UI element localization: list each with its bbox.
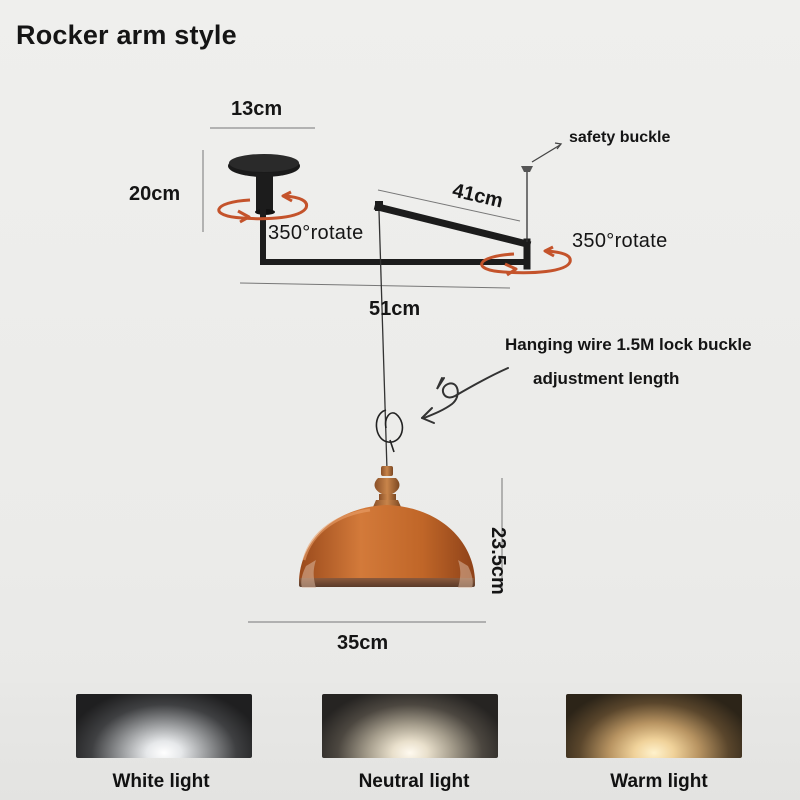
safety-buckle-label: safety buckle	[569, 129, 671, 146]
neutral-light-label: Neutral light	[358, 771, 470, 792]
ceiling-canopy	[228, 154, 300, 215]
hand-drawn-arrow-icon	[421, 367, 509, 424]
dim-line-arm-drop	[239, 282, 511, 289]
hanging-wire	[378, 210, 388, 471]
canopy-height-label: 20cm	[129, 183, 181, 205]
adjustment-length-label: adjustment length	[533, 369, 680, 388]
rotation-label-left: 350°rotate	[268, 222, 364, 244]
white-light-label: White light	[112, 771, 210, 792]
neutral-light-swatch	[322, 694, 498, 758]
rotate-arrow-icon	[217, 190, 309, 224]
rotate-arrow-icon	[480, 245, 572, 277]
lock-buckle	[375, 409, 404, 453]
arm-drop-label: 51cm	[369, 298, 421, 320]
white-light-swatch	[76, 694, 252, 758]
page-title: Rocker arm style	[16, 20, 237, 50]
hanging-wire-label: Hanging wire 1.5M lock buckle	[505, 335, 752, 354]
warm-light-label: Warm light	[610, 771, 708, 792]
rocker-arm	[260, 201, 532, 270]
rotation-label-right: 350°rotate	[572, 230, 668, 252]
safety-buckle	[521, 142, 563, 242]
dim-line-arm-length	[377, 189, 521, 222]
canopy-width-label: 13cm	[231, 98, 283, 120]
shade-width-label: 35cm	[337, 632, 389, 654]
shade-height-label: 23.5cm	[487, 527, 509, 595]
warm-light-swatch	[566, 694, 742, 758]
lamp-drawing	[202, 127, 572, 623]
wood-finial	[373, 466, 401, 507]
light-options: White light Neutral light Warm light	[0, 683, 800, 800]
dimension-lines	[202, 127, 521, 623]
lamp-shade	[299, 505, 475, 588]
